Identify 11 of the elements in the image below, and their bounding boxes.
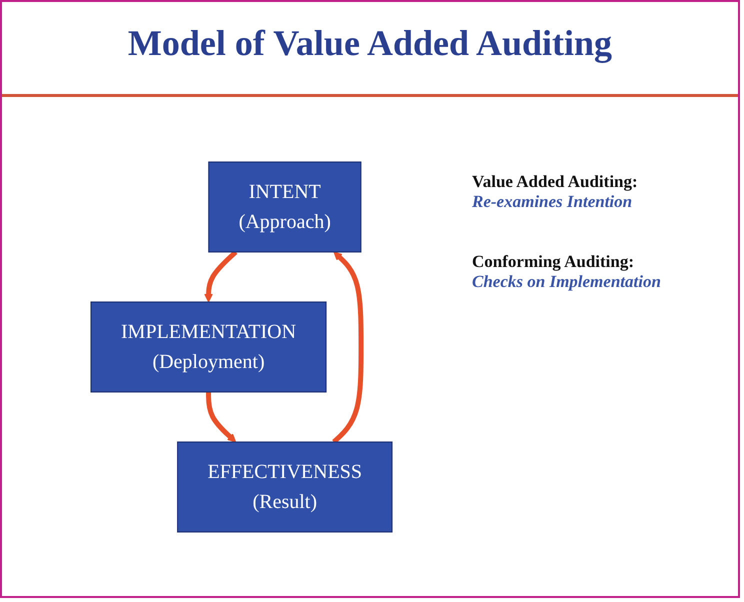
note-text: Re-examines Intention xyxy=(472,192,634,212)
note-heading: Value Added Auditing: xyxy=(472,172,639,192)
title: Model of Value Added Auditing xyxy=(126,22,614,64)
arrow xyxy=(204,250,238,302)
arrow xyxy=(206,392,237,442)
node-box: IMPLEMENTATION (Deployment) xyxy=(90,302,328,392)
node-box: EFFECTIVENESS (Result) xyxy=(178,442,394,532)
note-heading: Conforming Auditing: xyxy=(472,252,635,272)
arrow xyxy=(332,252,364,444)
node-box: INTENT (Approach) xyxy=(208,162,362,252)
note-text: Checks on Implementation xyxy=(472,272,662,292)
